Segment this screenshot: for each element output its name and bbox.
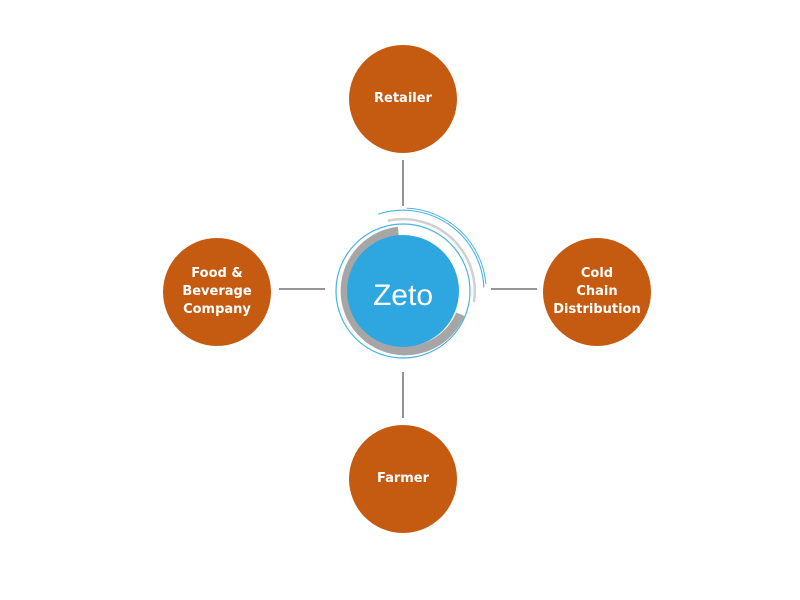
node-cold-chain-distribution: Cold Chain Distribution (543, 238, 651, 346)
node-retailer: Retailer (349, 45, 457, 153)
hub-label: Zeto (372, 279, 434, 312)
hub-rings (335, 207, 487, 359)
hub-circle (347, 235, 459, 347)
node-food-beverage-company: Food & Beverage Company (163, 238, 271, 346)
node-farmer: Farmer (349, 425, 457, 533)
